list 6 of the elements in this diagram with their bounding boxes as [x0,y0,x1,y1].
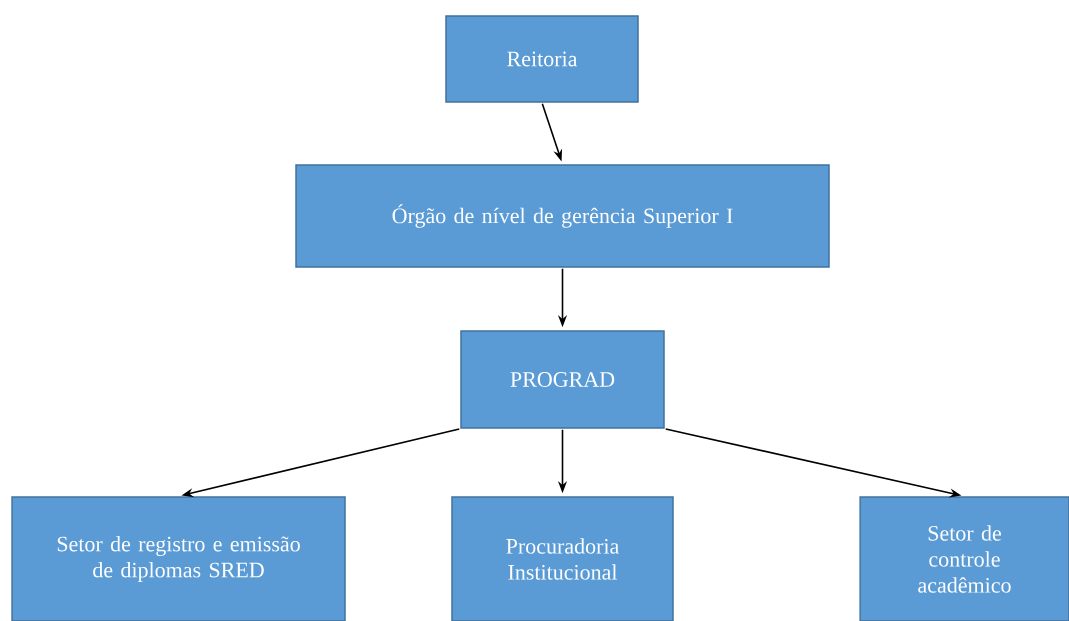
org-box: Procuradoria Institucional [451,496,674,621]
org-box: Setor de controle acadêmico [859,496,1069,621]
org-box: Setor de registro e emissão de diplomas SRED [11,496,346,621]
org-box: Órgão de nível de gerência Superior I [295,164,830,268]
org-box: PROGRAD [460,330,665,429]
org-box: Reitoria [445,15,639,103]
